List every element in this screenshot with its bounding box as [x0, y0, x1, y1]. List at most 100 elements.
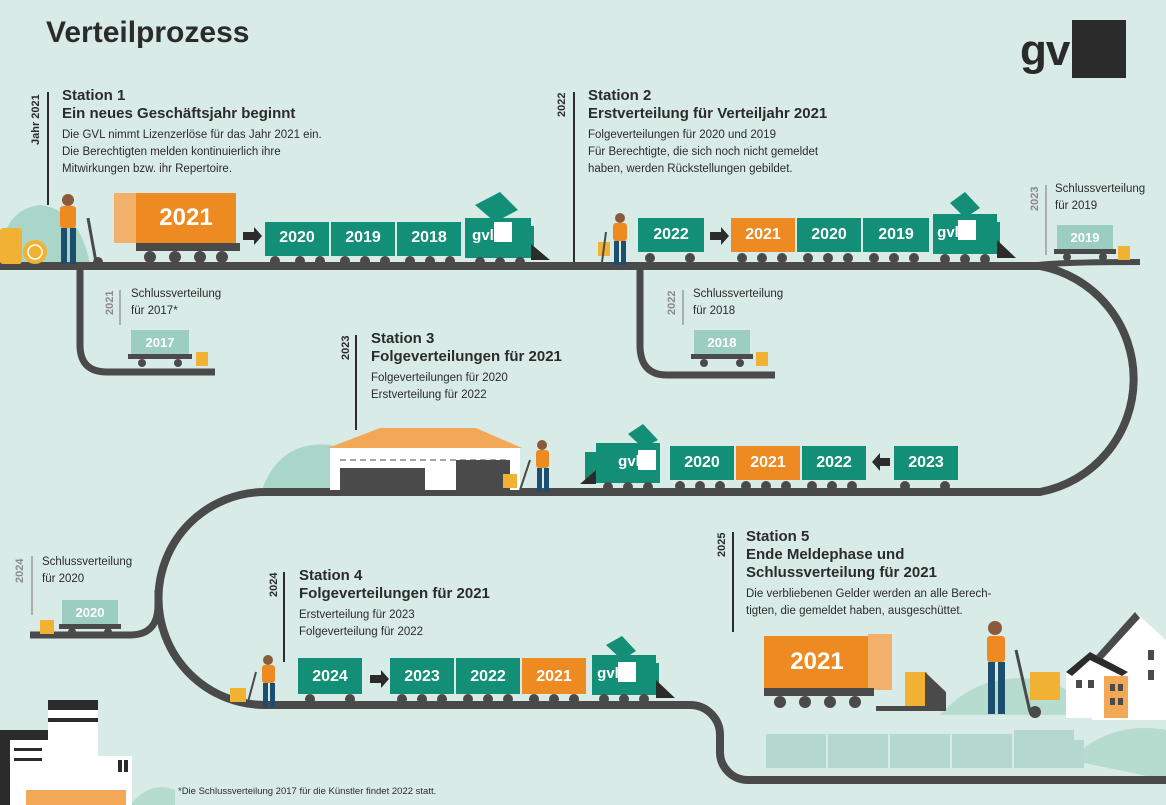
station-2-desc-2: Für Berechtigte, die sich noch nicht gem…	[588, 146, 819, 158]
gvl-logo: gvl	[1020, 20, 1126, 78]
city-icon	[0, 700, 132, 805]
ghost-train	[766, 730, 1084, 768]
train-2-loading: 2022	[653, 226, 689, 243]
station-4-desc-2: Folgeverteilung für 2022	[299, 626, 424, 638]
train-4-wagon-2: 2022	[470, 668, 506, 685]
station-3: Station 3 Folgeverteilungen für 2021 Fol…	[371, 330, 671, 404]
station-1-year: Jahr 2021	[30, 94, 42, 145]
track	[0, 262, 1166, 784]
siding-wagon-2017	[128, 330, 208, 367]
siding-wagon-2018-label: 2018	[707, 335, 737, 350]
final-2017: Schlussverteilung für 2017*	[131, 286, 221, 320]
station-5-desc-2: tigten, die gemeldet haben, ausgeschütte…	[746, 605, 963, 617]
station-1-desc-1: Die GVL nimmt Lizenzerlöse für das Jahr …	[62, 129, 322, 141]
train-3	[580, 424, 958, 492]
worker-icon	[230, 655, 275, 707]
train-2-loco-label: gvl	[937, 224, 959, 241]
worker-icon	[598, 213, 627, 265]
train-3-wagon-1: 2020	[684, 454, 720, 471]
station-5-year: 2025	[716, 532, 728, 557]
final-2019-year: 2023	[1029, 186, 1041, 211]
station-2-year: 2022	[556, 92, 568, 117]
final-2017-text-2: für 2017*	[131, 305, 178, 317]
train-5-cargo-label: 2021	[790, 648, 844, 675]
train-3-wagon-2: 2021	[750, 454, 786, 471]
station-2-desc-1: Folgeverteilungen für 2020 und 2019	[588, 129, 776, 141]
siding-wagon-2018	[691, 330, 768, 367]
station-2-title: Erstverteilung für Verteiljahr 2021	[588, 105, 828, 122]
train-1-wagon-1: 2020	[279, 229, 315, 246]
worker-icon	[503, 440, 549, 492]
train-5	[764, 634, 946, 711]
station-5-label: Station 5	[746, 528, 810, 545]
worker-icon	[60, 194, 103, 267]
final-2019: Schlussverteilung für 2019	[1055, 181, 1145, 215]
train-3-loco-label: gvl	[618, 453, 640, 470]
final-2017-text-1: Schlussverteilung	[131, 288, 222, 300]
logo-text: gvl	[1020, 26, 1082, 75]
station-1-desc-2: Die Berechtigten melden kontinuierlich i…	[62, 146, 281, 158]
page-title: Verteilprozess	[46, 16, 250, 49]
train-1-cargo-label: 2021	[159, 204, 213, 231]
logo-block	[1072, 20, 1126, 78]
station-3-year: 2023	[340, 335, 352, 360]
station-1: Station 1 Ein neues Geschäftsjahr beginn…	[62, 87, 402, 178]
station-4-year: 2024	[268, 572, 280, 597]
final-2020-text-2: für 2020	[42, 573, 85, 585]
train-1-wagon-2: 2019	[345, 229, 381, 246]
train-4-loading: 2024	[312, 668, 348, 685]
final-2018-text-2: für 2018	[693, 305, 736, 317]
train-2-wagon-3: 2019	[878, 226, 914, 243]
warehouse-icon	[328, 428, 522, 490]
station-5-desc-1: Die verbliebenen Gelder werden an alle B…	[746, 588, 992, 600]
station-2-desc-3: haben, werden Rückstellungen gebildet.	[588, 163, 793, 175]
final-2020-year: 2024	[14, 558, 26, 583]
train-4-loco-label: gvl	[597, 665, 619, 682]
station-2: Station 2 Erstverteilung für Verteiljahr…	[588, 87, 928, 178]
station-4: Station 4 Folgeverteilungen für 2021 Ers…	[299, 567, 599, 641]
final-2020: Schlussverteilung für 2020	[42, 554, 132, 588]
train-4	[298, 636, 675, 704]
train-1-loco-label: gvl	[472, 227, 494, 244]
train-2-wagon-2: 2020	[811, 226, 847, 243]
final-2019-text-2: für 2019	[1055, 200, 1098, 212]
final-2018-year: 2022	[666, 290, 678, 315]
siding-wagon-2017-label: 2017	[145, 335, 175, 350]
train-1-wagon-3: 2018	[411, 229, 447, 246]
station-1-label: Station 1	[62, 87, 126, 104]
footnote: *Die Schlussverteilung 2017 für die Küns…	[178, 786, 437, 797]
siding-wagon-2020	[40, 600, 121, 636]
station-4-desc-1: Erstverteilung für 2023	[299, 609, 415, 621]
station-5-title: Ende Meldephase und	[746, 546, 905, 563]
worker-icon	[987, 621, 1060, 718]
final-2018-text-1: Schlussverteilung	[693, 288, 784, 300]
station-3-desc-2: Erstverteilung für 2022	[371, 389, 487, 401]
final-2018: Schlussverteilung für 2018	[693, 286, 783, 320]
station-2-label: Station 2	[588, 87, 652, 104]
station-5-title-2: Schlussverteilung für 2021	[746, 564, 937, 581]
siding-wagon-2019	[1054, 225, 1130, 261]
station-3-desc-1: Folgeverteilungen für 2020	[371, 372, 508, 384]
train-4-wagon-3: 2021	[536, 668, 572, 685]
train-4-wagon-1: 2023	[404, 668, 440, 685]
station-4-title: Folgeverteilungen für 2021	[299, 585, 490, 602]
station-1-title: Ein neues Geschäftsjahr beginnt	[62, 105, 296, 122]
siding-wagon-2019-label: 2019	[1070, 230, 1100, 245]
train-2-wagon-1: 2021	[745, 226, 781, 243]
siding-wagon-2020-label: 2020	[75, 605, 105, 620]
houses-icon	[1066, 612, 1166, 720]
train-2	[638, 192, 1016, 264]
station-1-desc-3: Mitwirkungen bzw. ihr Repertoire.	[62, 163, 233, 175]
final-2019-text-1: Schlussverteilung	[1055, 183, 1146, 195]
train-1	[114, 192, 550, 267]
final-2020-text-1: Schlussverteilung	[42, 556, 133, 568]
train-3-wagon-3: 2022	[816, 454, 852, 471]
final-2017-year: 2021	[104, 290, 116, 315]
station-3-title: Folgeverteilungen für 2021	[371, 348, 562, 365]
station-4-label: Station 4	[299, 567, 363, 584]
train-3-loading: 2023	[908, 454, 944, 471]
station-5: Station 5 Ende Meldephase und Schlussver…	[746, 528, 1046, 620]
station-3-label: Station 3	[371, 330, 435, 347]
